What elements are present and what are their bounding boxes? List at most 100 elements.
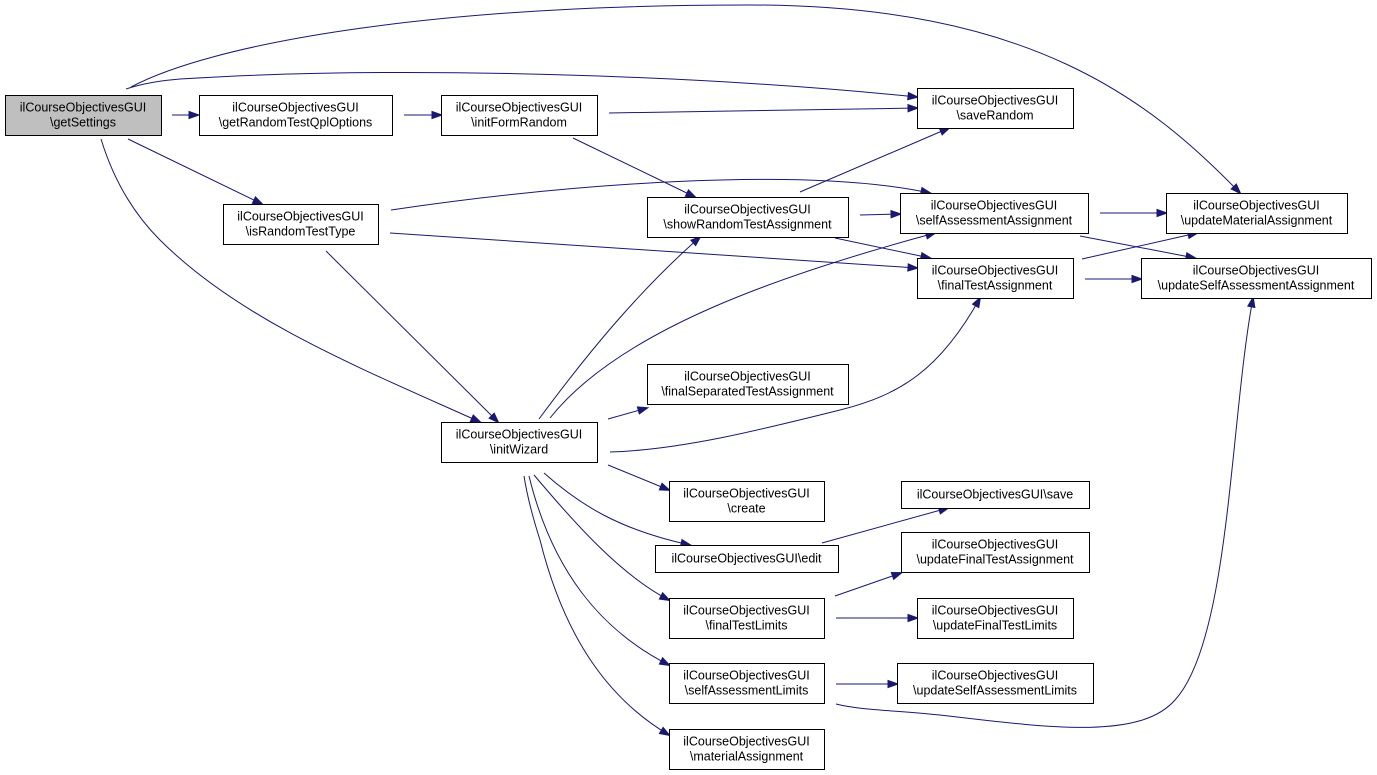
node-updateFinalTestLimits[interactable]: ilCourseObjectivesGUI\updateFinalTestLim… xyxy=(917,598,1074,639)
edge-line xyxy=(834,572,902,597)
node-label-line: ilCourseObjectivesGUI\save xyxy=(917,488,1073,502)
arrowhead-icon xyxy=(907,263,920,272)
arrowhead-icon xyxy=(1156,208,1169,218)
node-updateSelfAssessmentAssignment[interactable]: ilCourseObjectivesGUI\updateSelfAssessme… xyxy=(1141,258,1372,299)
node-box[interactable] xyxy=(669,481,825,522)
arrowhead-icon xyxy=(658,482,672,491)
node-edit[interactable]: ilCourseObjectivesGUI\edit xyxy=(655,545,839,573)
node-box[interactable] xyxy=(5,95,162,136)
node-finalTestLimits[interactable]: ilCourseObjectivesGUI\finalTestLimits xyxy=(669,598,825,639)
node-save[interactable]: ilCourseObjectivesGUI\save xyxy=(901,481,1090,509)
node-updateFinalTestAssignment[interactable]: ilCourseObjectivesGUI\updateFinalTestAss… xyxy=(901,532,1090,573)
node-box[interactable] xyxy=(901,481,1090,509)
node-box[interactable] xyxy=(647,364,849,405)
node-label-line: ilCourseObjectivesGUI xyxy=(932,604,1058,618)
edge-finalTestAssignment-to-initWizard xyxy=(609,295,982,453)
node-box[interactable] xyxy=(917,598,1074,639)
node-label-line: ilCourseObjectivesGUI xyxy=(683,487,809,501)
node-create[interactable]: ilCourseObjectivesGUI\create xyxy=(669,481,825,522)
edge-getRandomTestQplOptions-to-getSettings xyxy=(172,110,201,120)
node-label-line: \selfAssessmentLimits xyxy=(685,684,809,698)
node-getRandomTestQplOptions[interactable]: ilCourseObjectivesGUI\getRandomTestQplOp… xyxy=(199,95,393,136)
node-box[interactable] xyxy=(897,663,1094,704)
arrowhead-icon xyxy=(971,295,982,309)
node-box[interactable] xyxy=(441,95,598,136)
edge-updateMaterialAssignment-to-getSettings xyxy=(130,4,1242,195)
arrowhead-icon xyxy=(469,414,483,424)
edge-initFormRandom-to-getRandomTestQplOptions xyxy=(404,110,444,120)
edge-line xyxy=(325,250,499,423)
edge-showRandomTestAssignment-to-initFormRandom xyxy=(572,137,698,199)
node-selfAssessmentLimits[interactable]: ilCourseObjectivesGUI\selfAssessmentLimi… xyxy=(669,663,825,704)
node-selfAssessmentAssignment[interactable]: ilCourseObjectivesGUI\selfAssessmentAssi… xyxy=(900,193,1089,234)
node-materialAssignment[interactable]: ilCourseObjectivesGUI\materialAssignment xyxy=(669,729,825,770)
node-label-line: \getRandomTestQplOptions xyxy=(219,116,373,130)
node-box[interactable] xyxy=(917,258,1074,299)
node-label-line: \saveRandom xyxy=(956,109,1033,123)
node-box[interactable] xyxy=(1166,193,1348,234)
edge-line xyxy=(572,137,696,198)
edge-line xyxy=(127,138,263,205)
node-label-line: ilCourseObjectivesGUI\edit xyxy=(671,552,822,566)
node-box[interactable] xyxy=(917,88,1074,129)
edge-line xyxy=(130,4,1241,194)
node-label-line: \finalSeparatedTestAssignment xyxy=(661,385,834,399)
node-finalTestAssignment[interactable]: ilCourseObjectivesGUI\finalTestAssignmen… xyxy=(917,258,1074,299)
arrowhead-icon xyxy=(488,412,500,424)
node-showRandomTestAssignment[interactable]: ilCourseObjectivesGUI\showRandomTestAssi… xyxy=(647,197,849,238)
edge-updateSelfAssessmentAssignment-to-selfAssessmentLimits xyxy=(835,295,1256,728)
node-box[interactable] xyxy=(647,197,849,238)
node-label-line: \selfAssessmentAssignment xyxy=(916,214,1073,228)
node-box[interactable] xyxy=(199,95,393,136)
node-isRandomTestType[interactable]: ilCourseObjectivesGUI\isRandomTestType xyxy=(223,204,379,245)
edge-updateSelfAssessmentAssignment-to-finalTestAssignment xyxy=(1085,274,1144,284)
node-label-line: \finalTestAssignment xyxy=(938,279,1053,293)
node-initFormRandom[interactable]: ilCourseObjectivesGUI\initFormRandom xyxy=(441,95,598,136)
edge-line xyxy=(533,474,670,601)
node-label-line: ilCourseObjectivesGUI xyxy=(1193,264,1319,278)
node-box[interactable] xyxy=(669,663,825,704)
node-label-line: ilCourseObjectivesGUI xyxy=(237,210,363,224)
node-box[interactable] xyxy=(669,598,825,639)
node-finalSeparatedTestAssignment[interactable]: ilCourseObjectivesGUI\finalSeparatedTest… xyxy=(647,364,849,405)
node-getSettings[interactable]: ilCourseObjectivesGUI\getSettings xyxy=(5,95,162,136)
edge-initWizard-to-getSettings xyxy=(100,138,483,424)
node-box[interactable] xyxy=(655,545,839,573)
edge-updateFinalTestAssignment-to-finalTestLimits xyxy=(834,572,904,597)
node-label-line: ilCourseObjectivesGUI xyxy=(931,199,1057,213)
arrowhead-icon xyxy=(907,103,920,113)
node-box[interactable] xyxy=(901,532,1090,573)
node-label-line: ilCourseObjectivesGUI xyxy=(1193,199,1319,213)
node-box[interactable] xyxy=(441,422,598,463)
node-label-line: \updateMaterialAssignment xyxy=(1181,214,1333,228)
node-updateSelfAssessmentLimits[interactable]: ilCourseObjectivesGUI\updateSelfAssessme… xyxy=(897,663,1094,704)
edge-line xyxy=(607,464,670,491)
node-label-line: ilCourseObjectivesGUI xyxy=(683,735,809,749)
edge-finalTestLimits-to-initWizard xyxy=(533,474,672,602)
arrowhead-icon xyxy=(890,572,904,581)
edge-selfAssessmentLimits-to-initWizard xyxy=(528,475,672,667)
edge-updateMaterialAssignment-to-selfAssessmentAssignment xyxy=(1100,208,1169,218)
arrowhead-icon xyxy=(890,209,903,219)
edge-line xyxy=(799,127,950,193)
node-updateMaterialAssignment[interactable]: ilCourseObjectivesGUI\updateMaterialAssi… xyxy=(1166,193,1348,234)
arrowhead-icon xyxy=(690,235,702,247)
node-box[interactable] xyxy=(900,193,1089,234)
edge-line xyxy=(100,138,481,423)
edge-isRandomTestType-to-getSettings xyxy=(127,138,265,206)
arrowhead-icon xyxy=(658,726,672,737)
node-initWizard[interactable]: ilCourseObjectivesGUI\initWizard xyxy=(441,422,598,463)
edge-line xyxy=(549,232,936,419)
node-label-line: \initWizard xyxy=(490,443,548,457)
node-label-line: ilCourseObjectivesGUI xyxy=(932,669,1058,683)
node-label-line: \create xyxy=(727,502,765,516)
node-label-line: \isRandomTestType xyxy=(246,225,356,239)
edge-saveRandom-to-showRandomTestAssignment xyxy=(799,127,952,193)
node-box[interactable] xyxy=(1141,258,1372,299)
node-box[interactable] xyxy=(223,204,379,245)
node-saveRandom[interactable]: ilCourseObjectivesGUI\saveRandom xyxy=(917,88,1074,129)
node-box[interactable] xyxy=(669,729,825,770)
edge-create-to-initWizard xyxy=(607,464,672,491)
edge-selfAssessmentAssignment-to-showRandomTestAssignment xyxy=(859,209,903,219)
node-label-line: \finalTestLimits xyxy=(706,619,788,633)
